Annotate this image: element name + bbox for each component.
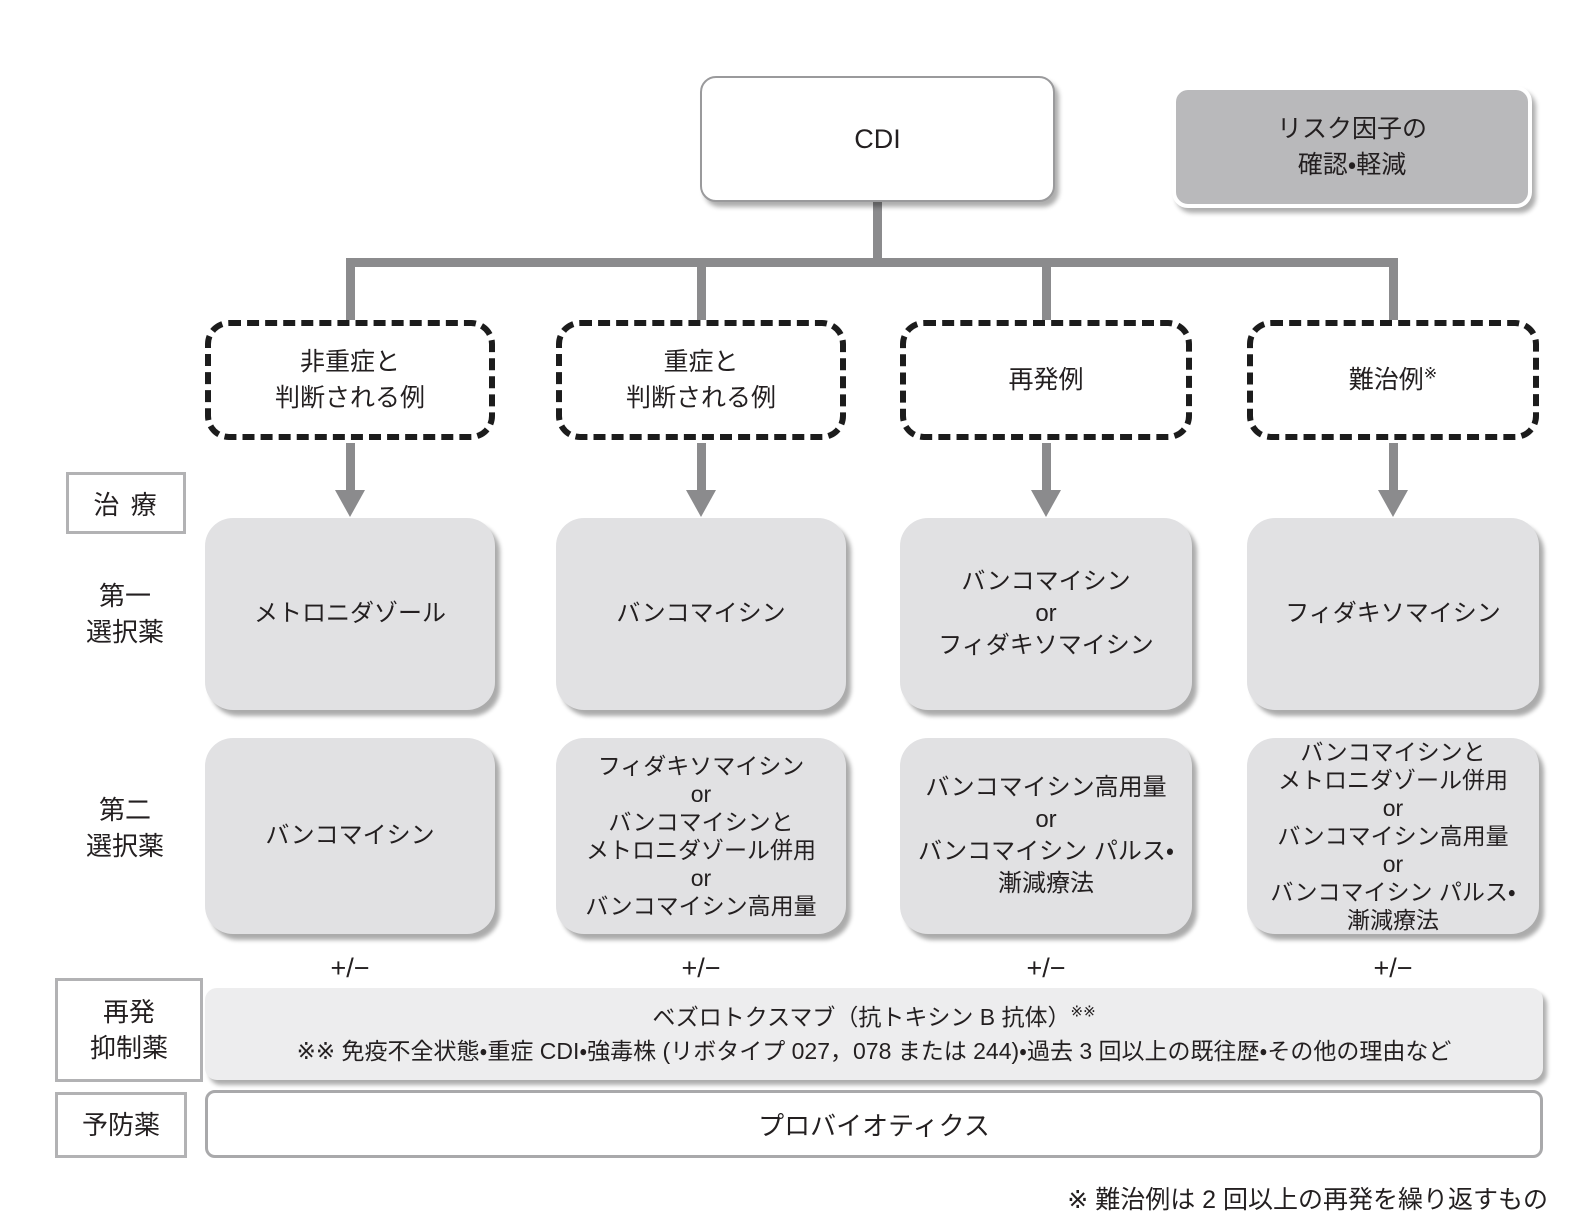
first-choice-recurrent: バンコマイシン or フィダキソマイシン: [900, 518, 1192, 710]
second-choice-non-severe: バンコマイシン: [205, 738, 495, 934]
bezlotoxumab-note-line: ※※ 免疫不全状態・重症 CDI・強毒株 (リボタイプ 027，078 または …: [296, 1038, 1452, 1064]
case-label: 難治例※: [1348, 365, 1438, 394]
connector-drop-2: [697, 262, 706, 320]
second-choice-refractory: バンコマイシンと メトロニダゾール併用 or バンコマイシン高用量 or バンコ…: [1247, 738, 1539, 934]
first-choice-non-severe: メトロニダゾール: [205, 518, 495, 710]
down-arrow-icon: [1378, 443, 1408, 518]
case-box-refractory: 難治例※: [1247, 320, 1539, 440]
asterisk-superscript: ※: [1423, 365, 1438, 383]
case-box-non-severe: 非重症と 判断される例: [205, 320, 495, 440]
double-asterisk-superscript: ※※: [1070, 1002, 1096, 1020]
second-choice-severe: フィダキソマイシン or バンコマイシンと メトロニダゾール併用 or バンコマ…: [556, 738, 846, 934]
first-choice-severe: バンコマイシン: [556, 518, 846, 710]
connector-cdi-stem: [873, 202, 882, 258]
case-box-severe: 重症と 判断される例: [556, 320, 846, 440]
connector-drop-4: [1389, 262, 1398, 320]
down-arrow-icon: [1031, 443, 1061, 518]
cdi-root-node: CDI: [700, 76, 1055, 202]
refractory-footnote: ※ 難治例は 2 回以上の再発を繰り返すもの: [1067, 1186, 1548, 1214]
first-choice-refractory: フィダキソマイシン: [1247, 518, 1539, 710]
cdi-root-label: CDI: [854, 123, 901, 154]
case-label: 再発例: [1008, 365, 1084, 394]
down-arrow-icon: [335, 443, 365, 518]
down-arrow-icon: [686, 443, 716, 518]
plus-minus-indicator: +/−: [681, 952, 721, 983]
bezlotoxumab-line: ベズロトクスマブ（抗トキシン B 抗体）※※: [652, 1002, 1096, 1030]
plus-minus-indicator: +/−: [330, 952, 370, 983]
row-label-first-choice: 第一 選択薬: [85, 581, 164, 648]
second-choice-recurrent: バンコマイシン高用量 or バンコマイシン パルス・ 漸減療法: [900, 738, 1192, 934]
row-label-relapse-suppressant: 再発 抑制薬: [55, 978, 203, 1082]
case-box-recurrent: 再発例: [900, 320, 1192, 440]
connector-horizontal-bar: [346, 258, 1398, 267]
prophylactic-box: プロバイオティクス: [205, 1090, 1543, 1158]
connector-drop-3: [1042, 262, 1051, 320]
connector-drop-1: [346, 262, 355, 320]
row-label-prophylactic: 予防薬: [55, 1092, 187, 1158]
relapse-suppressant-box: ベズロトクスマブ（抗トキシン B 抗体）※※ ※※ 免疫不全状態・重症 CDI・…: [205, 988, 1543, 1080]
case-label: 重症と 判断される例: [625, 347, 776, 412]
risk-factor-label: リスク因子の 確認・軽減: [1276, 114, 1427, 179]
row-label-treatment: 治 療: [66, 472, 186, 534]
case-label: 非重症と 判断される例: [274, 347, 425, 412]
plus-minus-indicator: +/−: [1373, 952, 1413, 983]
risk-factor-node: リスク因子の 確認・軽減: [1172, 86, 1532, 208]
plus-minus-indicator: +/−: [1026, 952, 1066, 983]
row-label-second-choice: 第二 選択薬: [85, 795, 164, 862]
